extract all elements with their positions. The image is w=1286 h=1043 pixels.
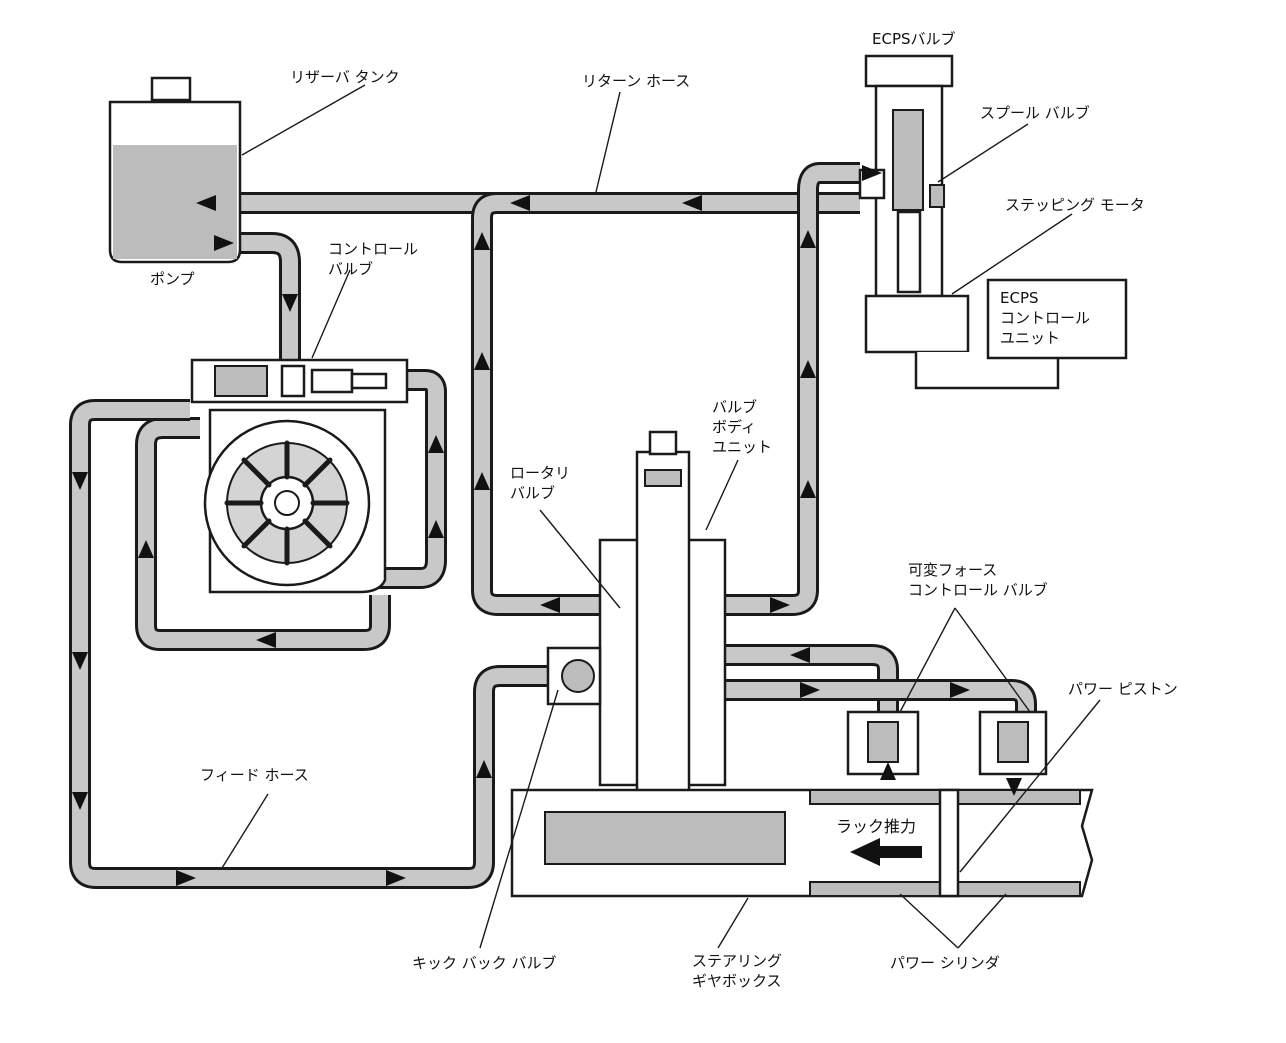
control-valve <box>190 358 409 404</box>
power-cylinder <box>510 788 1094 898</box>
label-rotary-valve-line-2: バルブ <box>510 484 555 502</box>
label-rack-thrust: ラック推力 <box>836 817 916 836</box>
reservoir-tank <box>108 76 242 264</box>
label-kickback-valve: キック バック バルブ <box>412 954 557 972</box>
label-feed-hose: フィード ホース <box>200 766 309 784</box>
label-spool-valve: スプール バルブ <box>980 104 1090 122</box>
ecps-control-unit-line-3: ユニット <box>1000 329 1060 347</box>
label-power-piston: パワー ピストン <box>1068 680 1178 698</box>
ecps-valve <box>858 54 1060 390</box>
ecps-control-unit-box: ECPS コントロール ユニット <box>986 278 1128 360</box>
label-reservoir-tank: リザーバ タンク <box>290 68 400 86</box>
pipe-network <box>69 162 1037 889</box>
label-control-valve-line-1: コントロール <box>328 240 418 258</box>
label-return-hose: リターン ホース <box>582 72 690 90</box>
ecps-control-unit-line-1: ECPS <box>1000 289 1039 307</box>
ecps-control-unit-line-2: コントロール <box>1000 309 1090 327</box>
labels: リザーバ タンク リターン ホース ECPSバルブ スプール バルブ ステッピン… <box>150 30 1178 990</box>
label-valve-body-line-3: ユニット <box>712 438 772 456</box>
flow-arrows <box>72 165 1022 886</box>
label-steering-gearbox-line-1: ステアリング <box>692 952 782 970</box>
label-variable-force-line-2: コントロール バルブ <box>908 581 1048 599</box>
label-control-valve-line-2: バルブ <box>328 260 373 278</box>
variable-force-control-valves <box>846 710 1048 776</box>
label-variable-force-line-1: 可変フォース <box>908 561 997 579</box>
label-pump: ポンプ <box>150 270 195 288</box>
leader-lines <box>221 84 1101 949</box>
label-valve-body-line-2: ボディ <box>712 418 756 436</box>
pump <box>203 408 387 594</box>
label-rotary-valve-line-1: ロータリ <box>510 464 570 482</box>
label-power-cylinder: パワー シリンダ <box>890 954 1000 972</box>
label-ecps-valve: ECPSバルブ <box>872 30 956 48</box>
label-stepping-motor: ステッピング モータ <box>1005 196 1145 214</box>
label-steering-gearbox-line-2: ギヤボックス <box>692 972 782 990</box>
label-valve-body-line-1: バルブ <box>712 398 757 416</box>
